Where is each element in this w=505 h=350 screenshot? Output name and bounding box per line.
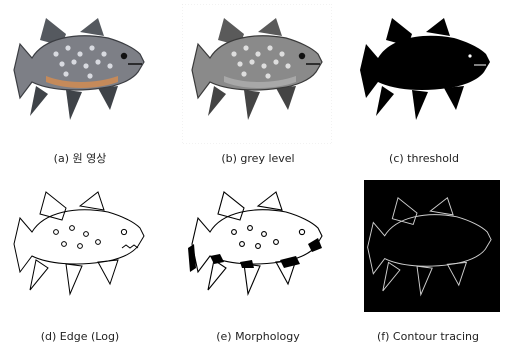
- caption-morphology: (e) Morphology: [178, 330, 338, 344]
- panel-contour-tracing: [364, 180, 500, 312]
- caption-original-image: (a) 원 영상: [0, 152, 160, 166]
- panel-morphology: [182, 176, 332, 316]
- caption-edge-log: (d) Edge (Log): [0, 330, 160, 344]
- panel-grey-level: [182, 4, 332, 144]
- panel-original-image: [4, 4, 154, 144]
- fish-original-image: [4, 4, 154, 144]
- panel-edge-log: [4, 176, 154, 316]
- fish-contour-tracing-image: [364, 180, 500, 312]
- fish-edge-log-image: [4, 176, 154, 316]
- panel-threshold: [350, 4, 500, 144]
- fish-grey-level-image: [182, 4, 332, 144]
- caption-grey-level: (b) grey level: [178, 152, 338, 166]
- fish-threshold-image: [350, 4, 500, 144]
- caption-threshold: (c) threshold: [344, 152, 504, 166]
- fish-morphology-image: [182, 176, 332, 316]
- caption-contour-tracing: (f) Contour tracing: [348, 330, 505, 344]
